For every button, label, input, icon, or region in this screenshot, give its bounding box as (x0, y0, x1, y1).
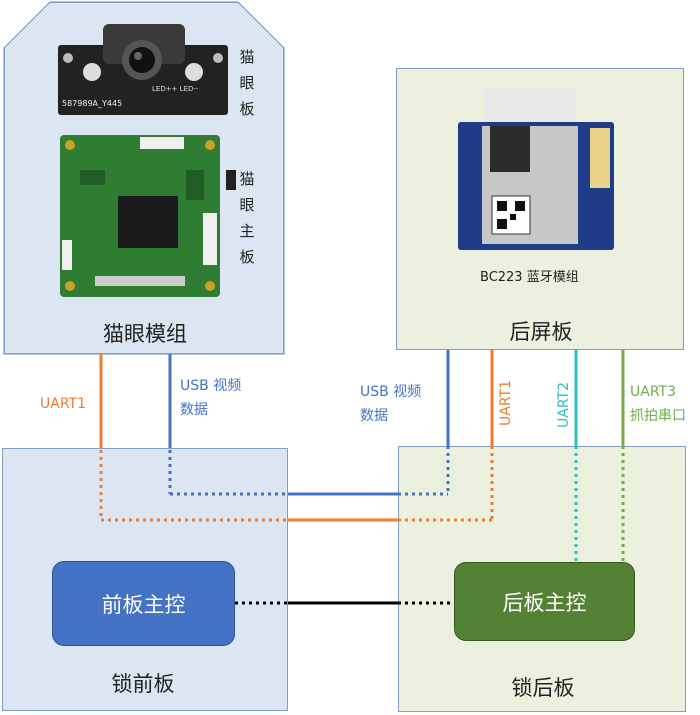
uart1-right-label: UART1 (498, 380, 514, 426)
camera-pcb-text: 587989A_Y445 (62, 99, 123, 108)
bluetooth-module-label: BC223 蓝牙模组 (480, 270, 579, 285)
cat-eye-module-title: 猫眼模组 (103, 322, 187, 346)
uart1-left-label: UART1 (40, 396, 86, 412)
front-board-controller: 前板主控 (52, 561, 235, 646)
cat-eye-main-board-label: 猫眼主板 (239, 170, 255, 266)
usb-right-label: USB 视频 数据 (360, 384, 422, 424)
rear-board-controller: 后板主控 (454, 562, 635, 641)
uart3-label: UART3 抓拍串口 (630, 384, 686, 424)
uart2-label: UART2 (556, 382, 572, 428)
camera-led-text: LED++ LED-- (152, 85, 199, 93)
front-lock-board-title: 锁前板 (111, 672, 175, 696)
rear-lock-board-title: 锁后板 (511, 676, 575, 700)
cat-eye-board-label: 猫眼板 (239, 48, 255, 118)
usb-left-label: USB 视频 数据 (180, 378, 242, 418)
rear-screen-board-title: 后屏板 (509, 320, 573, 344)
